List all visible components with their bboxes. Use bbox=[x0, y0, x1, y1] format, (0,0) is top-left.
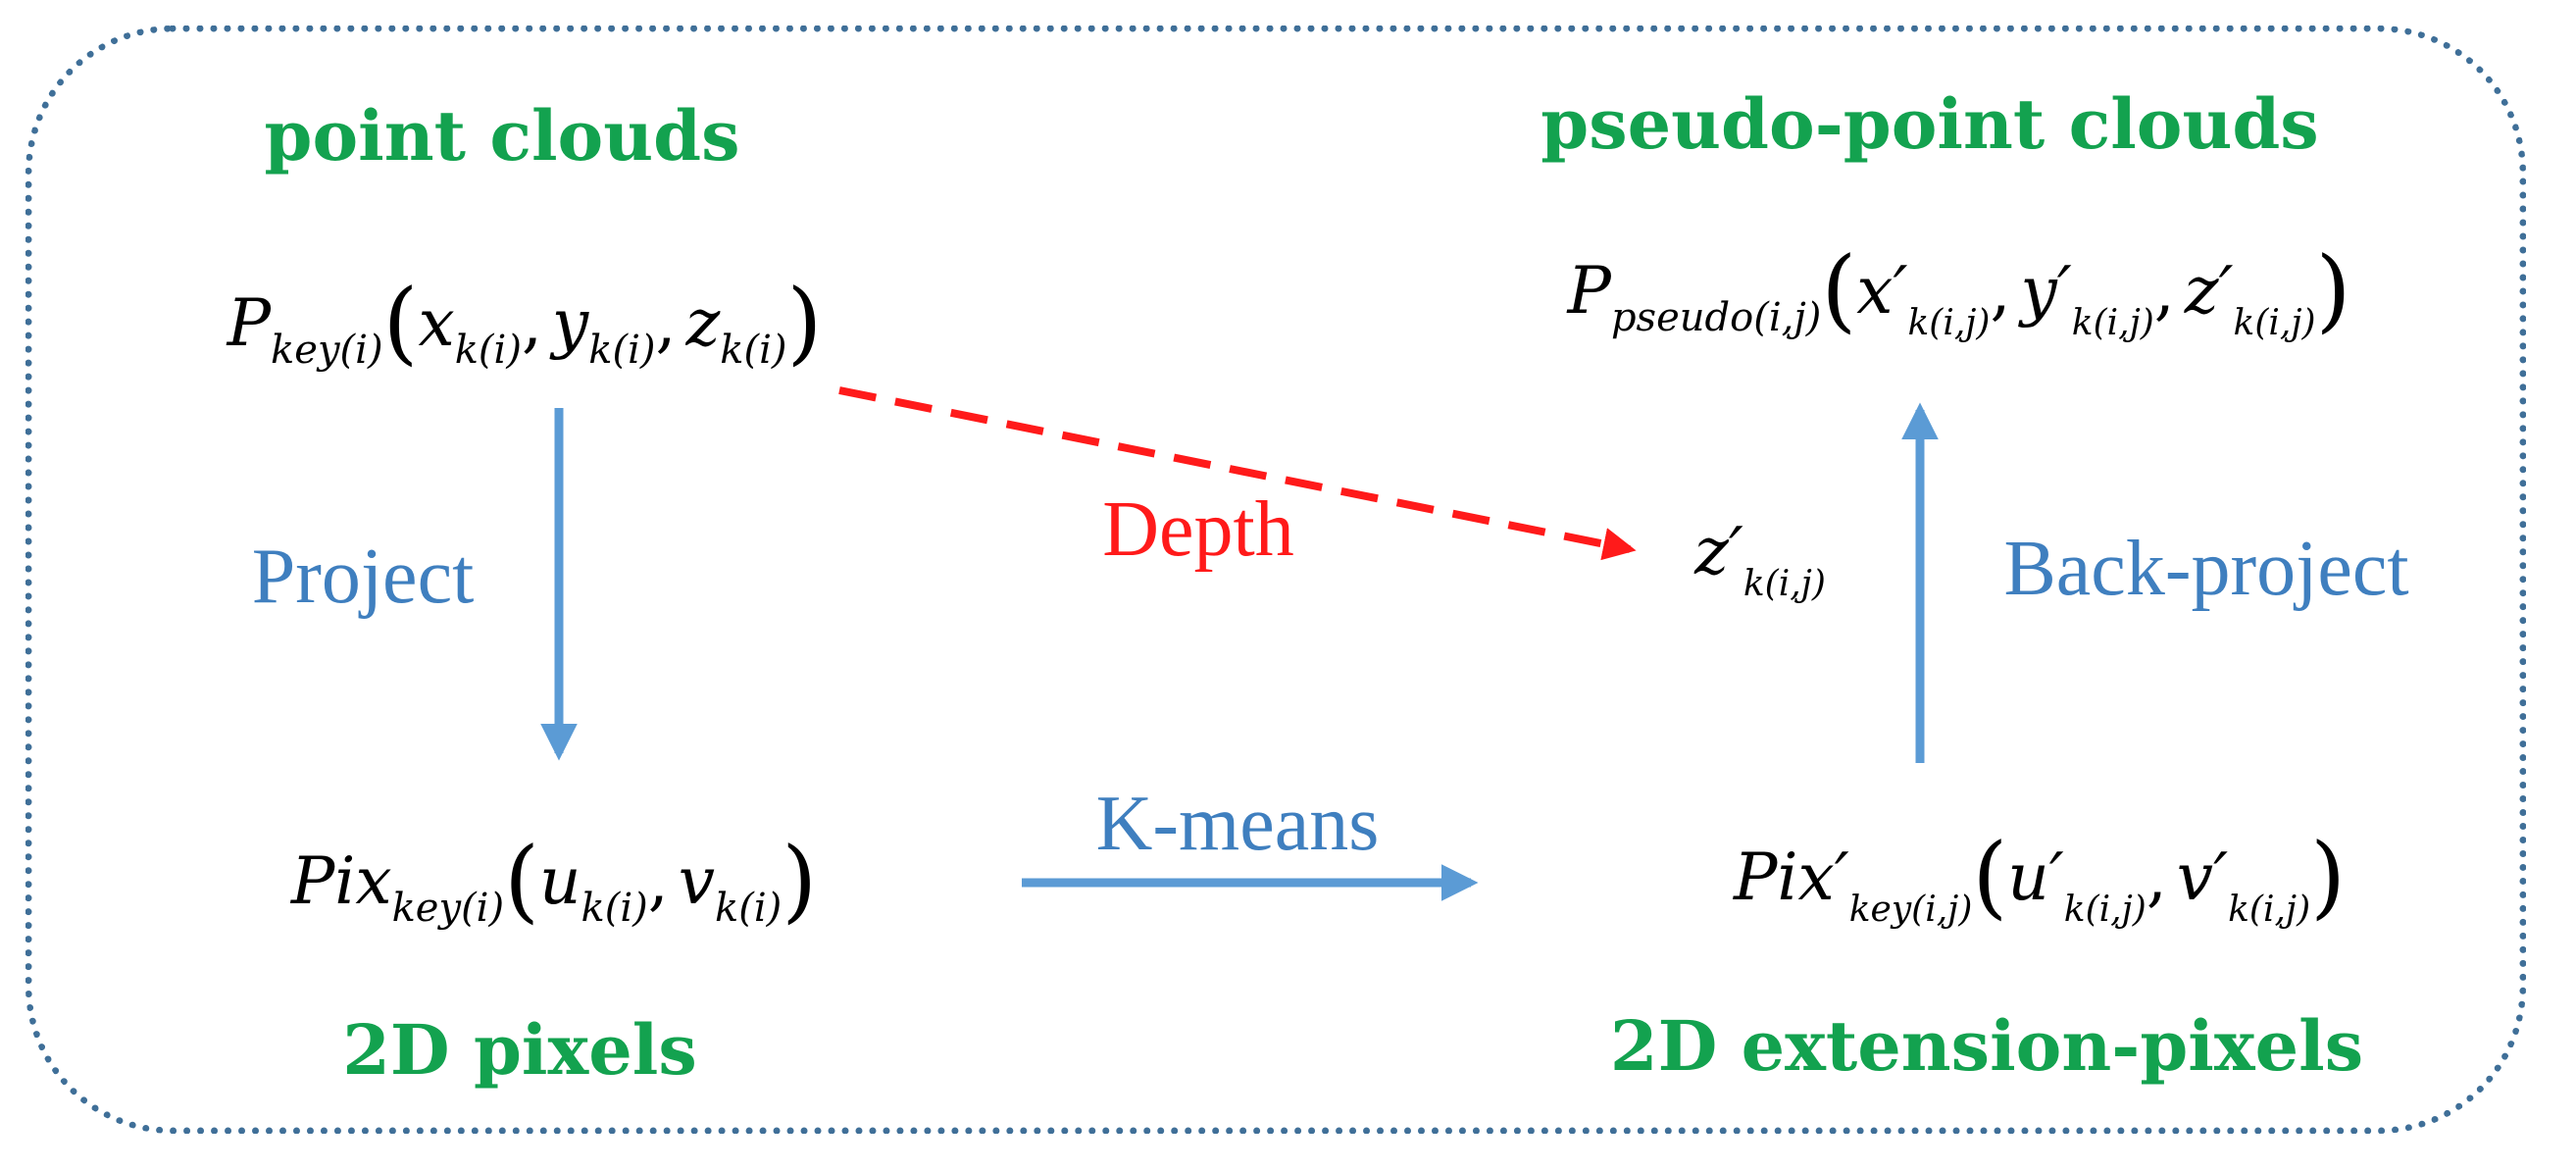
p-pseudo-y-sub: k(i,j) bbox=[2071, 303, 2154, 343]
formula-pix-key: Pix key(i) ( u k(i) , v k(i) ) bbox=[290, 828, 817, 929]
z-prime-symbol: z′ bbox=[1694, 514, 1743, 589]
paren-close: ) bbox=[2310, 824, 2347, 929]
p-pseudo-y: y′ bbox=[2020, 253, 2072, 329]
pix-prime-v: v′ bbox=[2176, 840, 2229, 915]
formula-z-prime: z′ k(i,j) bbox=[1694, 514, 1826, 602]
heading-pseudo-point-clouds: pseudo-point clouds bbox=[1541, 83, 2319, 165]
paren-close: ) bbox=[2315, 237, 2351, 342]
heading-point-clouds: point clouds bbox=[264, 95, 740, 177]
pix-key-v: v bbox=[678, 843, 716, 919]
comma: , bbox=[647, 843, 669, 919]
p-key-z: z bbox=[685, 285, 721, 361]
comma: , bbox=[655, 285, 677, 361]
p-key-symbol: P bbox=[227, 285, 272, 361]
p-pseudo-z-sub: k(i,j) bbox=[2233, 303, 2316, 343]
p-pseudo-x: x′ bbox=[1856, 253, 1908, 329]
comma: , bbox=[2146, 840, 2167, 915]
p-key-y: y bbox=[551, 285, 589, 361]
p-key-y-sub: k(i) bbox=[588, 328, 656, 373]
diagram-frame bbox=[25, 25, 2526, 1134]
p-pseudo-sub: pseudo(i,j) bbox=[1610, 295, 1822, 340]
paren-open: ( bbox=[1821, 237, 1857, 342]
p-pseudo-z: z′ bbox=[2184, 253, 2234, 329]
p-key-z-sub: k(i) bbox=[720, 328, 787, 373]
paren-open: ( bbox=[504, 828, 539, 933]
pix-key-sub: key(i) bbox=[391, 886, 505, 931]
pix-prime-symbol: Pix′ bbox=[1733, 840, 1849, 915]
pix-key-v-sub: k(i) bbox=[715, 886, 783, 931]
label-back-project: Back-project bbox=[2003, 526, 2409, 612]
pix-key-u: u bbox=[538, 843, 581, 919]
depth-arrow bbox=[838, 386, 1637, 561]
p-key-x-sub: k(i) bbox=[454, 328, 522, 373]
label-kmeans: K-means bbox=[1095, 781, 1380, 867]
comma: , bbox=[1990, 253, 2011, 329]
formula-p-pseudo: P pseudo(i,j) ( x′ k(i,j) , y′ k(i,j) , … bbox=[1567, 237, 2351, 341]
p-key-sub: key(i) bbox=[271, 328, 383, 373]
formula-p-key: P key(i) ( x k(i) , y k(i) , z k(i) ) bbox=[227, 270, 823, 371]
paren-open: ( bbox=[1972, 824, 2008, 929]
pix-prime-sub: key(i,j) bbox=[1848, 890, 1973, 930]
comma: , bbox=[521, 285, 542, 361]
label-depth: Depth bbox=[1102, 486, 1294, 573]
formula-pix-prime: Pix′ key(i,j) ( u′ k(i,j) , v′ k(i,j) ) bbox=[1733, 824, 2346, 928]
p-pseudo-symbol: P bbox=[1567, 253, 1611, 329]
paren-close: ) bbox=[782, 828, 818, 933]
p-key-x: x bbox=[418, 285, 455, 361]
pix-prime-u: u′ bbox=[2007, 840, 2064, 915]
heading-2d-extension-pixels: 2D extension-pixels bbox=[1609, 1005, 2364, 1087]
pix-prime-u-sub: k(i,j) bbox=[2063, 890, 2147, 930]
label-project: Project bbox=[251, 534, 475, 620]
p-pseudo-x-sub: k(i,j) bbox=[1907, 303, 1991, 343]
heading-2d-pixels: 2D pixels bbox=[342, 1009, 697, 1091]
paren-open: ( bbox=[382, 270, 419, 375]
pix-key-symbol: Pix bbox=[290, 843, 392, 919]
comma: , bbox=[2153, 253, 2175, 329]
pix-prime-v-sub: k(i,j) bbox=[2228, 890, 2311, 930]
z-prime-sub: k(i,j) bbox=[1743, 564, 1826, 604]
paren-close: ) bbox=[786, 270, 823, 375]
pix-key-u-sub: k(i) bbox=[581, 886, 648, 931]
